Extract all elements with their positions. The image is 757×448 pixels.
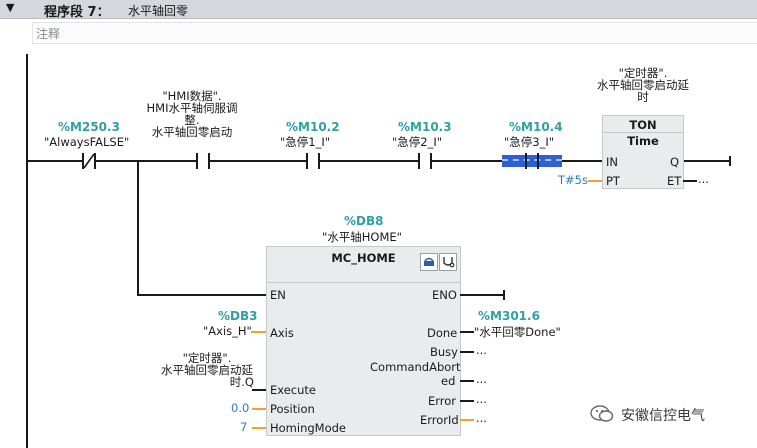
block-divider (266, 282, 460, 283)
no-contact-m10-2[interactable] (298, 153, 328, 169)
contact-symbol: "急停3_I" (504, 135, 555, 149)
pin-connector (252, 408, 266, 410)
network-header (0, 0, 757, 19)
done-symbol[interactable]: "水平回零Done" (474, 325, 561, 339)
wire (684, 160, 730, 162)
branch-wire (137, 161, 139, 295)
error-value[interactable]: ... (476, 392, 487, 406)
pin-in: IN (606, 155, 618, 169)
segment-label: 程序段 7： (44, 5, 110, 20)
diagnostics-icon[interactable] (439, 253, 457, 271)
wire (218, 160, 298, 162)
position-value[interactable]: 0.0 (231, 401, 250, 415)
busy-value[interactable]: ... (476, 343, 487, 357)
branch-wire (137, 294, 268, 296)
pin-done: Done (427, 326, 458, 340)
timer-subtitle: Time (603, 132, 683, 148)
wire-end (503, 290, 505, 300)
timer-type: TON (629, 118, 657, 132)
axis-symbol[interactable]: "Axis_H" (203, 324, 252, 338)
pin-error-id: ErrorId (420, 413, 459, 427)
eno-wire (460, 294, 504, 296)
mc-home-block[interactable]: MC_HOME (266, 246, 461, 436)
pin-pt: PT (606, 174, 620, 188)
wire-end (729, 156, 731, 166)
axis-address: %DB3 (218, 309, 258, 323)
comment-label: 注释 (36, 27, 61, 41)
pin-position: Position (270, 402, 315, 416)
pin-q: Q (670, 155, 680, 169)
pin-error: Error (428, 394, 457, 408)
comment-field[interactable] (32, 22, 757, 44)
contact-symbol: "急停2_I" (392, 135, 443, 149)
contact-symbol: "HMI数据". HMI水平轴伺服调 整. 水平轴回零启动 (146, 89, 238, 139)
db-symbol: "水平轴HOME" (322, 230, 402, 244)
pin-homing-mode: HomingMode (270, 421, 347, 435)
pin-connector (252, 389, 266, 391)
contact-address: %M10.4 (509, 120, 563, 134)
wire (104, 160, 188, 162)
pt-value[interactable]: T#5s (558, 173, 588, 187)
pin-command-aborted-suffix: ed (441, 374, 456, 388)
pin-en: EN (270, 288, 286, 302)
wire (440, 160, 502, 162)
contact-address: %M10.2 (286, 120, 340, 134)
pin-execute: Execute (270, 383, 316, 397)
no-contact-hmi[interactable] (188, 153, 218, 169)
pin-busy: Busy (430, 345, 458, 359)
pin-connector (460, 400, 474, 402)
contact-address: %M10.3 (398, 120, 452, 134)
pin-connector (460, 380, 474, 382)
error-id-value[interactable]: ... (476, 411, 487, 425)
command-aborted-value[interactable]: ... (476, 372, 487, 386)
wire (328, 160, 410, 162)
block-icon[interactable] (420, 253, 438, 271)
done-address: %M301.6 (478, 309, 540, 323)
wire (28, 160, 74, 162)
nc-contact-m250-3[interactable] (74, 153, 104, 169)
selected-contact-highlight (502, 155, 562, 167)
pin-command-aborted: CommandAbort (370, 360, 461, 374)
mc-home-title: MC_HOME (331, 251, 396, 265)
no-contact-m10-3[interactable] (410, 153, 440, 169)
db-address: %DB8 (344, 214, 384, 228)
pin-et: ET (667, 174, 682, 188)
pin-connector (460, 351, 474, 353)
wechat-icon (590, 404, 614, 424)
homing-mode-value[interactable]: 7 (240, 420, 248, 434)
contact-address: %M250.3 (58, 120, 120, 134)
watermark-text: 安徽信控电气 (621, 408, 705, 424)
execute-operand[interactable]: "定时器". 水平轴回零启动延 时.Q (161, 351, 254, 389)
pin-axis: Axis (270, 326, 294, 340)
pin-connector (460, 419, 474, 421)
pin-connector (588, 180, 602, 182)
collapse-arrow-icon[interactable]: ▼ (6, 1, 15, 14)
power-rail (26, 54, 28, 448)
ton-timer-block[interactable]: TON Time (602, 115, 684, 189)
no-contact-m10-4[interactable] (517, 153, 547, 169)
wire (562, 160, 602, 162)
pin-connector (460, 331, 474, 333)
timer-instance-label: "定时器". 水平轴回零启动延 时 (597, 66, 689, 104)
pin-connector (251, 331, 266, 333)
et-value[interactable]: ... (698, 172, 709, 186)
contact-symbol: "AlwaysFALSE" (44, 135, 130, 149)
pin-eno: ENO (432, 288, 457, 302)
pin-connector (683, 180, 697, 182)
segment-name[interactable]: 水平轴回零 (128, 4, 189, 18)
pin-connector (252, 427, 266, 429)
contact-symbol: "急停1_I" (280, 135, 331, 149)
